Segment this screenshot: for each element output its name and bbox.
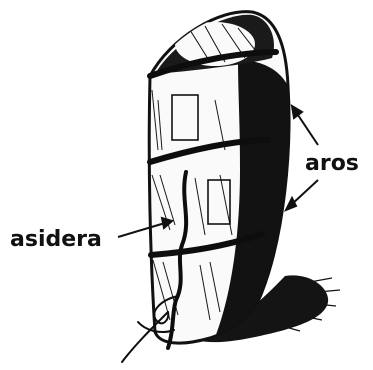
label-asidera: asidera xyxy=(10,227,102,252)
arrow-aros-side xyxy=(291,180,318,205)
label-aros: aros xyxy=(305,151,359,176)
arrow-aros-top xyxy=(296,112,318,145)
